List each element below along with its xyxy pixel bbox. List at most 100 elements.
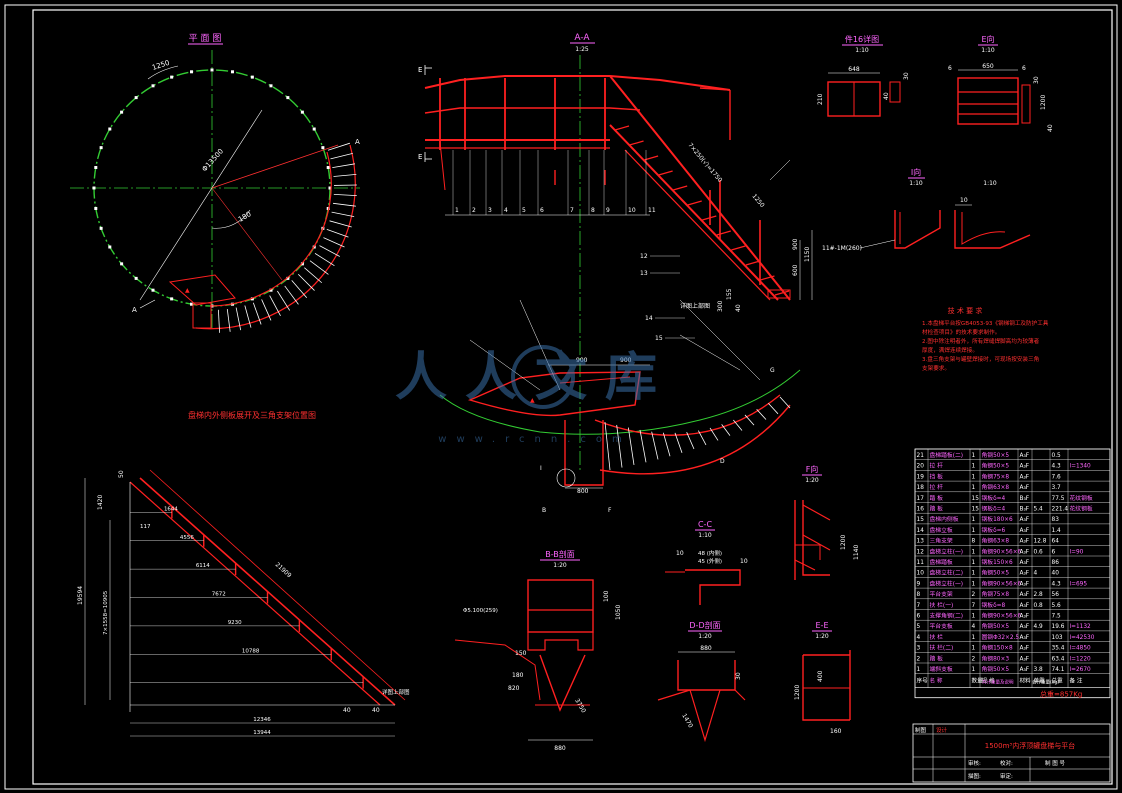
plan-bracket-mark (134, 96, 138, 100)
plan-bracket-mark (99, 146, 103, 150)
bom-cell: 40 (1052, 571, 1060, 577)
plan-tread-line (314, 253, 335, 267)
svg-text:30: 30 (1033, 76, 1040, 84)
bom-cell: 角钢90×56×6 (982, 612, 1022, 620)
plan-bracket-mark (190, 302, 194, 306)
plan-bracket-mark (312, 127, 316, 131)
bom-cell: 13 (917, 539, 925, 545)
plan-bracket-mark (151, 84, 155, 88)
plan-bracket-mark (94, 206, 98, 210)
bom-cell: 3.8 (1034, 667, 1044, 673)
detail-tread (744, 414, 755, 426)
bom-cell: 4 (1034, 571, 1038, 577)
plan-tread-line (331, 211, 355, 218)
section-bb-view: B-B剖面 1:20 880 Φ5.100(259) 100 1050 150 … (454, 549, 622, 752)
bom-cell: 端斜支板 (930, 665, 953, 673)
plan-bracket-mark (151, 288, 155, 292)
bom-cell: 19.6 (1052, 624, 1065, 630)
svg-text:40: 40 (343, 707, 351, 714)
bom-cell: B₃F (1020, 507, 1030, 513)
svg-text:1:20: 1:20 (815, 633, 829, 640)
bom-cell: 77.5 (1052, 496, 1065, 502)
detail-tread (662, 432, 671, 457)
svg-text:300: 300 (717, 300, 724, 312)
section-ee-view: E-E 1:20 400 1200 160 (794, 621, 851, 735)
bom-cell: 10 (917, 571, 925, 577)
bom-cell: 1 (917, 667, 921, 673)
bom-cell: 角钢90×56×6 (982, 579, 1022, 587)
part16-detail-view: 件16详图 1:10 648 210 40 30 (817, 34, 910, 117)
bom-cell: 盘梯踏板(二) (930, 451, 964, 459)
plan-bracket-mark (300, 110, 304, 114)
bom-cell: A₃F (1020, 453, 1030, 459)
svg-text:180: 180 (512, 672, 524, 679)
aa-part-number: 8 (591, 207, 595, 214)
bom-cell: 扶 栏(一) (930, 601, 954, 609)
bom-cell: 钢板150×6 (982, 558, 1014, 566)
svg-text:10: 10 (676, 550, 684, 557)
bom-cell: 6 (1052, 549, 1056, 555)
plan-bracket-mark (269, 84, 273, 88)
bom-cell: 8 (972, 539, 976, 545)
bom-cell: A₃F (1020, 667, 1030, 673)
spiral-stair-inner-edge (209, 151, 332, 307)
developed-dim-label: 10788 (242, 648, 260, 654)
plan-tread-line (297, 273, 315, 291)
bom-cell: 花纹钢板 (1070, 505, 1093, 513)
bom-cell: A₃F (1020, 646, 1030, 652)
svg-text:30: 30 (735, 672, 742, 680)
tech-notes-lines: 1.本盘梯平台按GB4053-93《钢梯钢工及防护工具 材检查项目》的技术要求制… (922, 319, 1049, 372)
svg-text:1150: 1150 (804, 247, 811, 262)
aa-tread (760, 275, 775, 281)
developed-slope-dim: 21909 (274, 561, 293, 579)
plan-tread-line (244, 305, 252, 328)
plan-bracket-mark (321, 146, 325, 150)
bom-header: 序号 (917, 677, 929, 685)
plan-tread-line (217, 309, 220, 333)
plan-bracket-mark (250, 297, 254, 301)
bom-header-extra: 合计重量(kg) (1032, 679, 1059, 686)
tech-note-line: 材检查项目》的技术要求制作。 (922, 328, 1000, 336)
bom-cell: 2 (972, 592, 976, 598)
plan-angle-label: 180 (237, 210, 253, 224)
bom-cell: 0.8 (1034, 603, 1044, 609)
aa-part-number: 4 (504, 207, 508, 214)
bom-cell: A₃F (1020, 614, 1030, 620)
bom-cell: 平台支板 (930, 622, 953, 630)
developed-dim-label: 13944 (253, 730, 271, 736)
detail-tread (627, 427, 635, 466)
bom-cell: l=1132 (1070, 624, 1092, 630)
bom-cell: 钢板δ=4 (982, 505, 1006, 513)
detail-stair-outer (599, 404, 791, 475)
bom-cell: 7.5 (1052, 614, 1062, 620)
plan-bracket-mark (190, 70, 194, 74)
svg-text:880: 880 (554, 745, 566, 752)
bom-cell: 18 (917, 485, 925, 491)
bom-cell: 圆钢Φ32×2.5 (982, 633, 1020, 641)
svg-text:900: 900 (792, 238, 799, 250)
bom-cell: 1 (972, 549, 976, 555)
developed-view: 盘梯内外侧板展开及三角支架位置图 16444556611476729230107… (77, 410, 410, 737)
bom-cell: A₃F (1020, 560, 1030, 566)
bom-cell: A₃F (1020, 517, 1030, 523)
bom-cell: A₃F (1020, 474, 1030, 480)
svg-text:600: 600 (792, 264, 799, 276)
svg-text:1250: 1250 (750, 193, 765, 209)
plan-view: 平 面 图 180 Φ13500 1250 ▲ A A (70, 33, 360, 333)
svg-text:▲: ▲ (530, 397, 535, 404)
svg-text:制 图 号: 制 图 号 (1045, 759, 1065, 767)
bom-cell: 6 (917, 614, 921, 620)
svg-text:D: D (720, 458, 725, 465)
plan-tread-line (304, 267, 323, 284)
plan-diameter-label: Φ13500 (201, 147, 226, 173)
aa-part-number: 10 (628, 207, 636, 214)
bom-header: 数量 (972, 677, 984, 685)
bom-cell: 钢板180×6 (982, 515, 1014, 523)
bom-cell: 盘梯立柱(一) (930, 547, 964, 555)
developed-dim-label: 7672 (212, 592, 226, 598)
bom-cell: 63.4 (1052, 656, 1065, 662)
bom-cell: 1 (972, 667, 976, 673)
bom-cell: 拉 杆 (930, 483, 944, 491)
plan-tread-line (330, 153, 353, 160)
